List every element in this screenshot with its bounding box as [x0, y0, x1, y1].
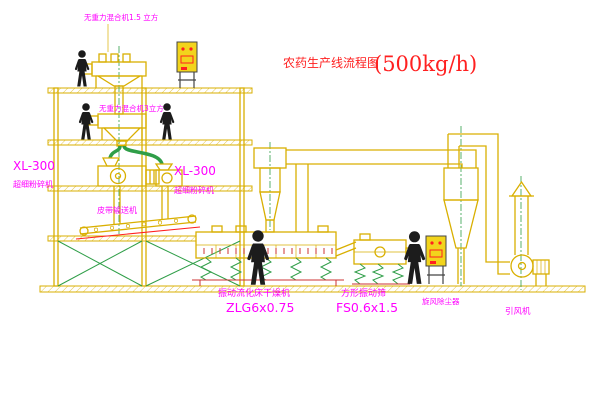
- induced-draft-fan: [510, 254, 550, 286]
- control-cabinet-ground: [425, 235, 447, 284]
- label-belt-conveyor: 皮带输送机: [97, 205, 137, 215]
- outlet-duct: [448, 133, 510, 275]
- screen-springs: [353, 263, 405, 285]
- label-mixer-mid: 无重力混合机3立方: [99, 103, 164, 113]
- label-mill-left-model: XL-300: [13, 159, 55, 173]
- mill-left: [97, 157, 160, 187]
- mill-right: [154, 163, 183, 187]
- label-mixer-top: 无重力混合机1.5 立方: [84, 12, 159, 22]
- exhaust-duct: [286, 149, 477, 232]
- title-capacity: (500kg/h): [374, 52, 477, 76]
- cyclone-dust-collector: [443, 134, 479, 284]
- label-sieve-model: FS0.6x1.5: [336, 300, 398, 315]
- label-mill-right-name: 超细粉碎机: [174, 185, 214, 195]
- worker-figure: [74, 49, 90, 88]
- floor-band: [47, 235, 197, 242]
- label-mill-right-model: XL-300: [174, 164, 216, 178]
- label-cyclone: 旋风除尘器: [422, 296, 460, 306]
- mill-discharge-pipes: [113, 186, 169, 224]
- worker-figure: [404, 229, 426, 286]
- dryer-riser: [295, 164, 309, 232]
- belt-conveyor: [75, 214, 201, 240]
- floor-band: [47, 185, 253, 192]
- discharge-chute: [335, 241, 357, 257]
- floor-band: [47, 139, 253, 146]
- fluid-bed-dryer: [192, 225, 357, 286]
- ground-line: [39, 285, 586, 293]
- label-dryer-model: ZLG6x0.75: [226, 300, 294, 315]
- title-main: 农药生产线流程图: [283, 55, 379, 70]
- label-mill-left-name: 超细粉碎机: [13, 179, 53, 189]
- cross-braces: [57, 240, 241, 287]
- worker-figure: [78, 102, 94, 141]
- vibrating-screen: [352, 233, 416, 285]
- feed-cyclone: [253, 147, 287, 233]
- page-title: 农药生产线流程图 (500kg/h): [283, 52, 477, 76]
- feed-pipes: [108, 145, 164, 165]
- label-dryer-name: 振动流化床干燥机: [218, 287, 290, 299]
- label-sieve-name: 方形振动筛: [341, 287, 386, 299]
- dryer-base: [192, 279, 344, 286]
- exhaust-stack: [509, 180, 534, 255]
- label-fan: 引风机: [505, 306, 531, 317]
- centerlines: [118, 46, 522, 290]
- control-cabinet-top: [176, 41, 198, 88]
- building-frame: [47, 87, 253, 287]
- floor-band: [47, 87, 253, 94]
